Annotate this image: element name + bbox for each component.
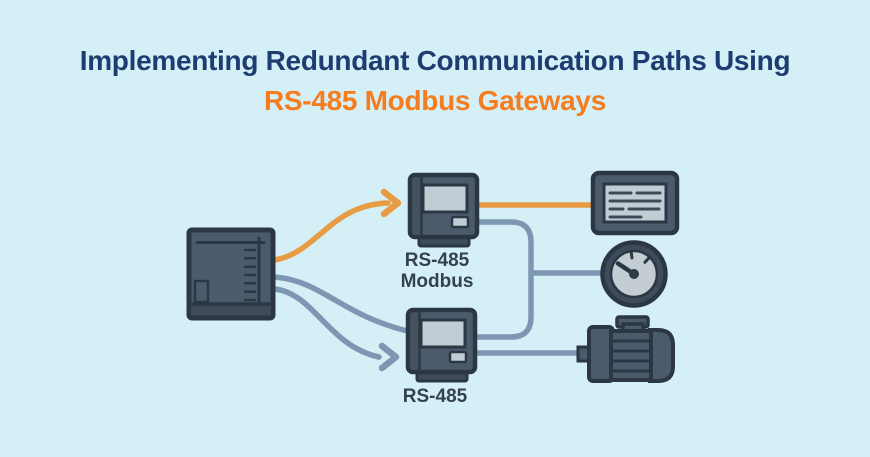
hmi-screen-text-lines [608,191,662,219]
arrowhead-into-bottom-gateway-icon [378,342,400,372]
gateway-top-label: RS-485 Modbus [400,250,474,292]
wire-plc-to-bottom-gateway-lower [272,286,382,360]
page-subtitle: RS-485 Modbus Gateways [264,85,606,116]
wire-plc-to-top-gateway [272,200,391,263]
motor-ribs [611,339,651,373]
plc-controller-icon [186,227,276,321]
rs485-gateway-icon [408,310,475,381]
motor-icon [576,315,675,383]
gateway-bottom-label: RS-485 [402,386,468,407]
gauge-icon [600,240,668,308]
wire-bus-top-gateway-to-bottom-gateway [474,219,534,340]
arrowhead-into-top-gateway-icon [380,188,402,218]
rs485-modbus-gateway-icon [410,175,477,246]
hmi-display-panel-icon [590,170,680,236]
plc-terminal-dashes [243,248,257,302]
wire-plc-to-bottom-gateway-upper [272,274,410,334]
page-title: Implementing Redundant Communication Pat… [79,45,791,76]
wires [272,188,606,372]
